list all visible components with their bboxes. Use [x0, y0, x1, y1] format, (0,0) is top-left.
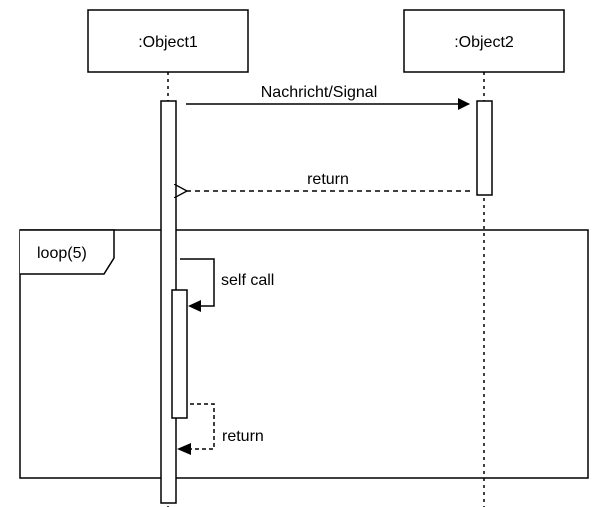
return-label: return — [307, 171, 349, 188]
object2-label: :Object2 — [454, 34, 514, 51]
inner-return-label: return — [222, 428, 264, 445]
activation-object1-nested — [171, 289, 188, 419]
message-signal-label: Nachricht/Signal — [261, 84, 378, 101]
inner-return-arrowhead — [177, 443, 191, 455]
self-call-arrowhead — [188, 300, 201, 312]
activation-object2 — [476, 100, 493, 196]
loop-operator-label: loop(5) — [37, 245, 87, 262]
self-call-arrow[interactable] — [180, 258, 215, 307]
object1-box[interactable]: :Object1 — [87, 9, 249, 73]
inner-return-arrow[interactable] — [190, 403, 215, 450]
loop-fragment[interactable] — [19, 229, 589, 479]
object2-box[interactable]: :Object2 — [403, 9, 565, 73]
self-call-label: self call — [221, 272, 274, 289]
loop-fragment-tab — [20, 229, 115, 275]
object1-label: :Object1 — [138, 34, 198, 51]
